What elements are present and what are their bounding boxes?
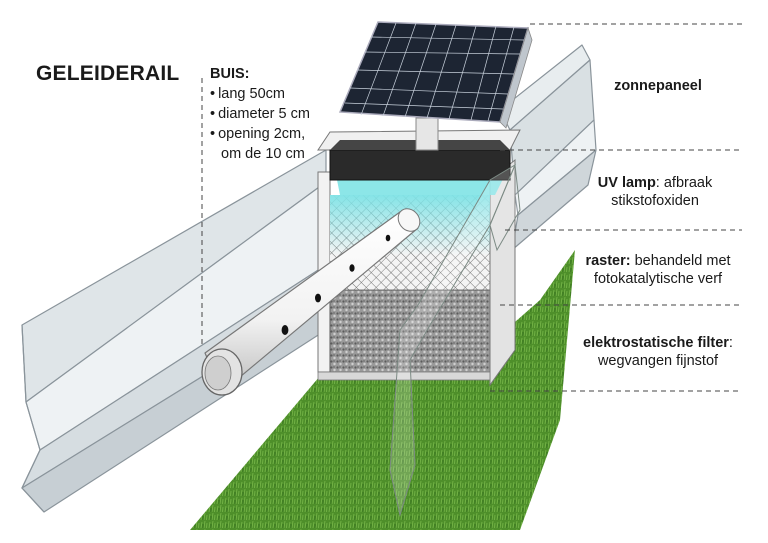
label-raster-text: behandeld met — [630, 253, 731, 269]
pipe-spec-diameter: diameter 5 cm — [210, 104, 310, 124]
label-filter-text: : — [728, 335, 733, 351]
solar-panel — [338, 21, 533, 129]
label-filter-line2: wegvangen fijnstof — [597, 353, 719, 369]
pipe — [201, 208, 421, 396]
grass-strip — [190, 250, 575, 530]
pipe-holes — [281, 234, 391, 335]
pipe-spec-spacing: om de 10 cm — [221, 146, 305, 162]
pipe-spec-heading: BUIS: — [210, 66, 250, 82]
raster-screen — [389, 163, 521, 517]
label-uv-lamp-text: : afbraak — [655, 175, 713, 191]
guardrail-title: GELEIDERAIL — [36, 62, 180, 85]
pipe-spec-opening: opening 2cm, — [210, 124, 310, 144]
label-solar-panel: zonnepaneel — [598, 77, 718, 95]
label-raster-line2: fotokatalytische verf — [593, 271, 723, 287]
label-uv-lamp-line2: stikstofoxiden — [611, 193, 699, 209]
label-raster-bold: raster: — [585, 253, 631, 269]
label-uv-lamp-bold: UV lamp — [597, 175, 656, 191]
pipe-spec-length: lang 50cm — [210, 84, 310, 104]
label-uv-lamp: UV lamp: afbraak stikstofoxiden — [560, 174, 750, 210]
label-solar-panel-text: zonnepaneel — [614, 78, 702, 94]
solar-mast — [415, 117, 439, 151]
label-filter: elektrostatische filter: wegvangen fijns… — [553, 334, 763, 370]
label-raster: raster: behandeld met fotokatalytische v… — [558, 252, 758, 288]
pipe-spec: BUIS: lang 50cm diameter 5 cm opening 2c… — [210, 64, 310, 164]
uv-lamp — [329, 149, 511, 181]
label-filter-bold: elektrostatische filter — [583, 335, 729, 351]
leader-lines — [201, 23, 742, 392]
